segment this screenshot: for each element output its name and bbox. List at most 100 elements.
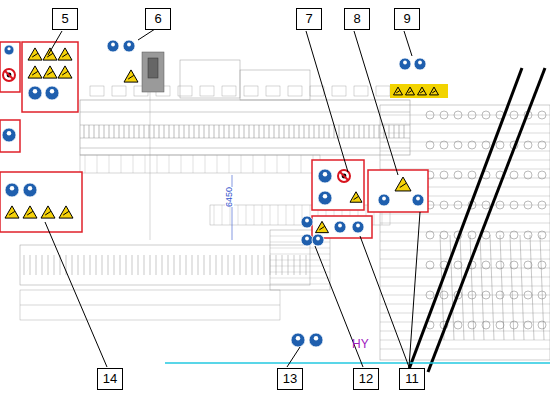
roller-end [538, 231, 546, 239]
roller [169, 125, 170, 138]
frame-post [205, 155, 206, 173]
drawing-line [270, 254, 330, 255]
hanger [520, 235, 524, 340]
warning-sign [394, 87, 403, 95]
roller [168, 255, 169, 275]
roller-end [510, 171, 518, 179]
roller [36, 255, 37, 275]
roller [119, 125, 120, 138]
warning-sign [58, 48, 72, 60]
mandatory-pictogram [323, 194, 327, 198]
frame-post [121, 155, 122, 173]
warning-pictogram [27, 211, 33, 215]
mandatory-pictogram [403, 61, 407, 65]
roller [159, 125, 160, 138]
warning-pictogram [400, 183, 406, 187]
roller [102, 255, 103, 275]
frame-post [217, 155, 218, 173]
roller [264, 125, 265, 138]
warning-sign [406, 87, 415, 95]
roller [244, 125, 245, 138]
break-line [408, 68, 522, 372]
roller [156, 255, 157, 275]
warning-sign [43, 48, 57, 60]
roller [54, 255, 55, 275]
drawing-line [380, 151, 550, 152]
mandatory-sign [123, 40, 135, 52]
roller [246, 255, 247, 275]
roller [210, 255, 211, 275]
roller-end [482, 201, 490, 209]
roller [199, 125, 200, 138]
roller [129, 125, 130, 138]
roller [274, 125, 275, 138]
roller [198, 255, 199, 275]
mandatory-pictogram [296, 336, 300, 340]
roller [179, 125, 180, 138]
mandatory-sign [414, 58, 426, 70]
drawing-line [380, 259, 550, 260]
roller [132, 255, 133, 275]
drawing-line [270, 205, 271, 225]
mandatory-pictogram [382, 197, 386, 201]
callout-number: 12 [353, 368, 379, 390]
roller-end [482, 261, 490, 269]
roller [114, 125, 115, 138]
roller [144, 255, 145, 275]
roller [139, 125, 140, 138]
floor-line [165, 362, 550, 364]
roller [192, 255, 193, 275]
roller [189, 125, 190, 138]
roller-end [454, 201, 462, 209]
mandatory-sign [301, 234, 313, 246]
roller [354, 125, 355, 138]
callout-number: 6 [145, 8, 171, 30]
roller-end [426, 291, 434, 299]
drawing-line [380, 115, 550, 116]
roller-end [524, 201, 532, 209]
drawing-line [380, 232, 550, 233]
mandatory-sign [28, 86, 42, 100]
frame-post [157, 155, 158, 173]
sign-group-frame [0, 172, 82, 232]
drawing-line [380, 250, 550, 251]
callout-number: 9 [394, 8, 420, 30]
roller-end [440, 231, 448, 239]
drawing-line [380, 160, 550, 161]
frame-post [193, 155, 194, 173]
callout-number: 11 [399, 368, 425, 390]
warning-pictogram [408, 91, 412, 93]
frame-post [289, 155, 290, 173]
roller [344, 125, 345, 138]
roller-end [468, 111, 476, 119]
drawing-line [230, 205, 231, 225]
roller-end [510, 321, 518, 329]
roller [234, 255, 235, 275]
frame-post [169, 155, 170, 173]
warning-pictogram [32, 71, 38, 75]
roller [284, 125, 285, 138]
warning-sign [430, 87, 439, 95]
callout-number: 7 [296, 8, 322, 30]
roller [164, 125, 165, 138]
motor-unit [90, 86, 104, 96]
drawing-line [380, 331, 550, 332]
roller [339, 125, 340, 138]
roller [94, 125, 95, 138]
roller [224, 125, 225, 138]
roller-end [510, 231, 518, 239]
drawing-line [80, 148, 410, 149]
mandatory-pictogram [127, 43, 131, 47]
roller [194, 125, 195, 138]
frame-post [301, 155, 302, 173]
frame-post [145, 155, 146, 173]
mandatory-sign [45, 86, 59, 100]
motor-unit [266, 86, 280, 96]
mandatory-sign [399, 58, 411, 70]
roller [219, 125, 220, 138]
roller [324, 125, 325, 138]
frame [240, 70, 310, 100]
warning-pictogram [47, 71, 53, 75]
warning-pictogram [45, 211, 51, 215]
